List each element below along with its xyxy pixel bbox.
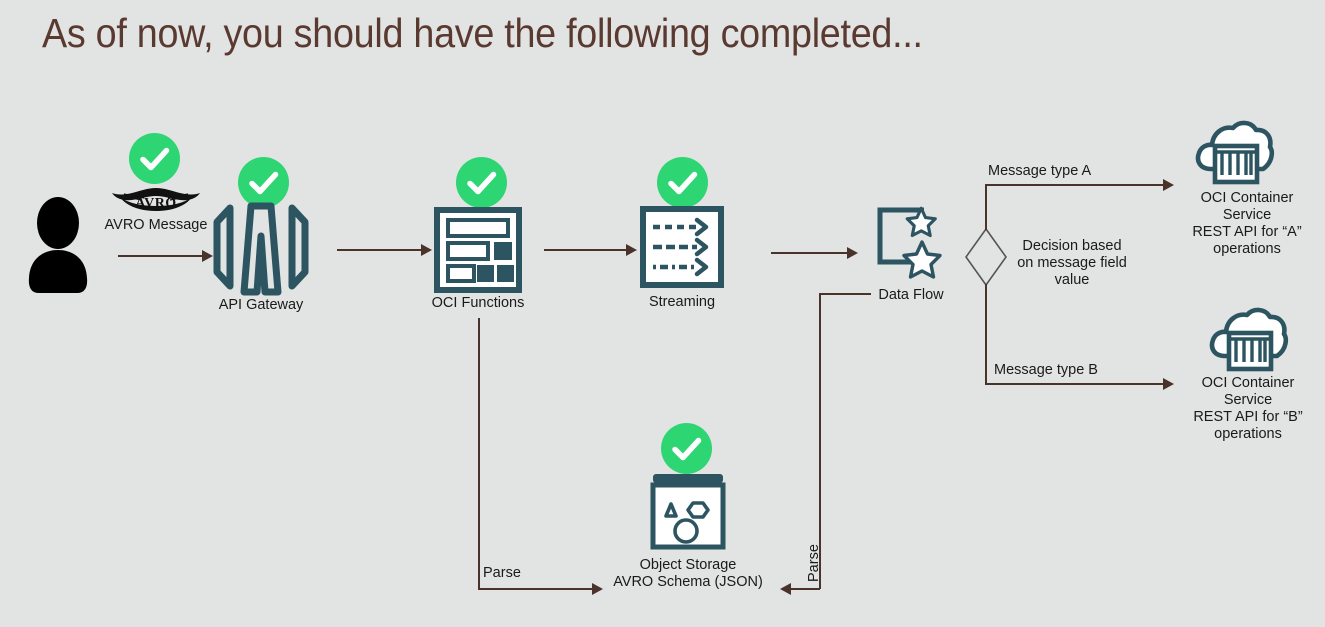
oci-functions-icon: [433, 206, 523, 294]
edge-user-to-gateway: [118, 255, 204, 257]
completed-check-oci-functions: [456, 157, 507, 208]
edge-dataflow-to-storage-arrowhead: [780, 583, 791, 595]
object-storage-label: Object Storage AVRO Schema (JSON): [613, 557, 763, 590]
edge-dataflow-to-storage-vertical: [819, 293, 821, 589]
edge-streaming-to-dataflow-arrowhead: [847, 247, 858, 259]
oci-container-service-a-label: OCI Container Service REST API for “A” o…: [1192, 190, 1302, 257]
oci-container-service-a-icon: [1193, 113, 1275, 191]
edge-dataflow-to-storage-horizontal-top: [819, 293, 871, 295]
edge-gateway-to-functions: [337, 249, 423, 251]
decision-label: Decision based on message field value: [1017, 238, 1127, 288]
completed-check-object-storage: [661, 423, 712, 474]
parse-label-dataflow: Parse: [806, 544, 822, 582]
edge-type-b: [985, 383, 1165, 385]
object-storage-icon: [646, 470, 730, 552]
api-gateway-icon: [213, 196, 309, 298]
edge-decision-down-stem: [985, 284, 987, 384]
oci-functions-label: OCI Functions: [431, 295, 525, 311]
completed-check-api-gateway: [238, 157, 289, 208]
edge-dataflow-to-storage-horizontal-bottom: [790, 588, 820, 590]
edge-gateway-to-functions-arrowhead: [421, 244, 432, 256]
decision-diamond-icon: [963, 226, 1009, 288]
user-icon: [22, 196, 94, 294]
api-gateway-label: API Gateway: [218, 297, 304, 313]
edge-functions-to-storage-vertical: [478, 318, 480, 589]
edge-type-a-arrowhead: [1163, 179, 1174, 191]
parse-label-functions: Parse: [483, 565, 521, 581]
avro-logo-icon: AVRO: [110, 184, 202, 216]
edge-user-to-gateway-arrowhead: [202, 250, 213, 262]
edge-functions-to-storage-horizontal: [478, 588, 594, 590]
streaming-label: Streaming: [648, 294, 716, 310]
data-flow-label: Data Flow: [878, 287, 944, 303]
edge-functions-to-streaming: [544, 249, 628, 251]
message-type-a-label: Message type A: [988, 163, 1092, 179]
completed-check-streaming: [657, 157, 708, 208]
edge-functions-to-storage-arrowhead: [592, 583, 603, 595]
data-flow-icon: [872, 202, 950, 286]
oci-container-service-b-icon: [1207, 300, 1289, 378]
page-title: As of now, you should have the following…: [42, 10, 923, 56]
avro-message-label: AVRO Message: [104, 217, 208, 233]
edge-decision-up-stem: [985, 184, 987, 230]
message-type-b-label: Message type B: [994, 362, 1098, 378]
edge-streaming-to-dataflow: [771, 252, 849, 254]
edge-type-b-arrowhead: [1163, 378, 1174, 390]
streaming-icon: [639, 205, 725, 289]
oci-container-service-b-label: OCI Container Service REST API for “B” o…: [1193, 375, 1303, 442]
completed-check-avro: [129, 133, 180, 184]
edge-functions-to-streaming-arrowhead: [626, 244, 637, 256]
edge-type-a: [985, 184, 1165, 186]
svg-text:AVRO: AVRO: [135, 196, 176, 211]
